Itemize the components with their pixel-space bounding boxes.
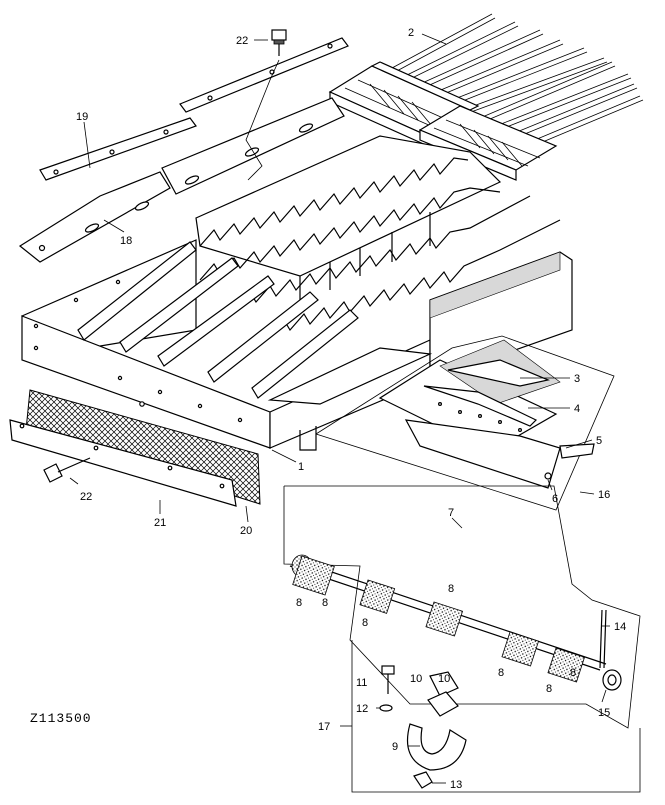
- finger-comb-assembly: [328, 13, 644, 181]
- callout-13: 13: [450, 779, 462, 791]
- callout-3: 3: [574, 373, 580, 385]
- callout-20: 20: [240, 525, 252, 537]
- callout-8d: 8: [448, 583, 454, 595]
- callout-19: 19: [76, 111, 88, 123]
- pin-14: [599, 609, 607, 669]
- figure-code: Z113500: [30, 711, 92, 726]
- callout-8g: 8: [570, 667, 576, 679]
- callout-11: 11: [356, 677, 367, 689]
- divider-plate-18: [18, 97, 345, 263]
- leader-lines: [69, 33, 610, 784]
- callout-22a: 22: [236, 35, 248, 47]
- callout-9: 9: [392, 741, 398, 753]
- callout-16: 16: [598, 489, 610, 501]
- roller-segments: [291, 554, 622, 691]
- callout-8a: 8: [296, 597, 302, 609]
- bolt-22-lower: [43, 457, 91, 483]
- mesh-screen-20: [9, 389, 261, 507]
- callout-8e: 8: [498, 667, 504, 679]
- callout-5: 5: [596, 435, 602, 447]
- serrated-blades: [195, 135, 561, 337]
- callout-2: 2: [408, 27, 414, 39]
- callout-4: 4: [574, 403, 580, 415]
- roller-shaft-assembly: [283, 485, 641, 729]
- chaffer-frame: [21, 239, 573, 451]
- callout-8f: 8: [546, 683, 552, 695]
- callout-21: 21: [154, 517, 166, 529]
- callout-8b: 8: [322, 597, 328, 609]
- callout-17: 17: [318, 721, 330, 733]
- callout-6: 6: [552, 493, 558, 505]
- callout-12: 12: [356, 703, 368, 715]
- bolt-22-upper: [245, 29, 287, 181]
- callout-15: 15: [598, 707, 610, 719]
- callout-10b: 10: [438, 673, 450, 685]
- callout-8c: 8: [362, 617, 368, 629]
- bearing-parts: [351, 640, 641, 793]
- callout-18: 18: [120, 235, 132, 247]
- callout-1: 1: [298, 461, 304, 473]
- callout-7: 7: [448, 507, 454, 519]
- callout-labels: 22 2 19 18 1 3 4 5 6 16 7 22 21 20 8 8 8…: [30, 27, 626, 791]
- callout-10a: 10: [410, 673, 422, 685]
- callout-22b: 22: [80, 491, 92, 503]
- lower-sieve-assembly: [315, 335, 615, 511]
- callout-14: 14: [614, 621, 626, 633]
